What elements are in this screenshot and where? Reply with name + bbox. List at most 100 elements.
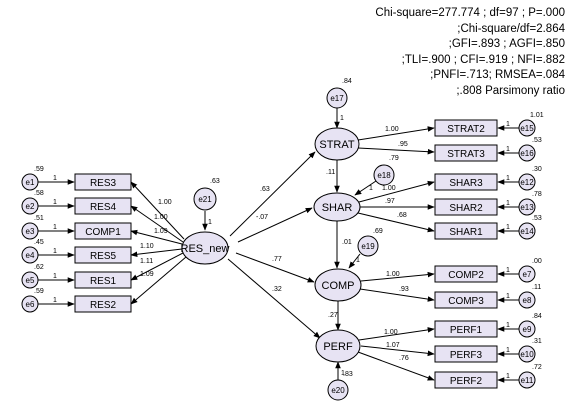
error-e4: e4 xyxy=(21,246,39,264)
variance-e4: .45 xyxy=(34,239,44,246)
latent-shar: SHAR xyxy=(313,192,361,222)
error-e6: e6 xyxy=(21,295,39,313)
coef-res-comp: .77 xyxy=(272,256,282,263)
variance-e1: .59 xyxy=(34,166,44,173)
fixed-one-e9: 1 xyxy=(506,322,510,329)
fit-stat-line: ;PNFI=.713; RMSEA=.084 xyxy=(430,69,565,81)
error-label: e20 xyxy=(331,386,345,395)
coef-perf3: 1.07 xyxy=(386,342,400,349)
error-e9: e9 xyxy=(518,320,536,338)
error-e1: e1 xyxy=(21,173,39,191)
coef-comp-perf: .27 xyxy=(328,312,338,319)
variance-e9: .84 xyxy=(532,313,542,320)
structural-coefficients: .63 -.07 .77 .32 .11 .01 .27 xyxy=(256,169,352,319)
variance-e7: .00 xyxy=(532,258,542,265)
error-label: e7 xyxy=(523,270,532,279)
loading-res2 xyxy=(130,256,187,305)
loading-strat2 xyxy=(357,126,435,141)
path-res-strat xyxy=(229,151,316,237)
fixed-one-e8: 1 xyxy=(506,293,510,300)
fixed-one-e19: 1 xyxy=(356,257,360,264)
latent-label: RES_new xyxy=(181,243,230,255)
fixed-one-labels: 1 1 1 1 1 1 1 1 1 1 1 1 1 1 1 1 1 1 1 1 … xyxy=(53,115,510,380)
indicator-res2: RES2 xyxy=(74,295,132,313)
variance-e5: .62 xyxy=(34,264,44,271)
error-e16: e16 xyxy=(518,144,536,162)
loading-perf3 xyxy=(360,345,435,357)
loading-comp2 xyxy=(360,271,435,282)
error-label: e9 xyxy=(523,325,532,334)
coef-res1: 1.11 xyxy=(140,258,153,265)
variance-e11: .72 xyxy=(532,364,542,371)
indicator-strat3: STRAT3 xyxy=(434,144,498,162)
variance-e18: .79 xyxy=(389,155,399,162)
loading-shar3 xyxy=(358,180,435,203)
loading-res1 xyxy=(130,252,184,281)
loading-strat3 xyxy=(357,147,435,155)
fit-statistics: Chi-square=277.774 ; df=97 ; P=.000 ;Chi… xyxy=(265,6,565,99)
error-label: e4 xyxy=(26,251,35,260)
indicator-label: RES4 xyxy=(90,202,117,213)
fixed-one-e1: 1 xyxy=(53,175,57,182)
indicator-label: SHAR1 xyxy=(449,227,483,238)
error-label: e18 xyxy=(377,171,391,180)
indicator-shar1: SHAR1 xyxy=(434,222,498,240)
indicator-perf2: PERF2 xyxy=(434,371,498,389)
error-label: e1 xyxy=(26,178,35,187)
indicator-label: RES3 xyxy=(90,178,117,189)
error-e13: e13 xyxy=(518,198,536,216)
variance-e21: .63 xyxy=(210,178,220,185)
error-label: e14 xyxy=(520,227,534,236)
indicator-label: PERF3 xyxy=(450,350,483,361)
indicators-left: RES3 RES4 COMP1 RES5 RES1 RES2 xyxy=(74,173,132,313)
coef-shar1: .68 xyxy=(397,212,407,219)
error-e14: e14 xyxy=(518,222,536,240)
indicator-label: STRAT2 xyxy=(447,124,485,135)
error-e19: e19 xyxy=(357,235,379,257)
indicator-res1: RES1 xyxy=(74,271,132,289)
fixed-one-e16: 1 xyxy=(506,146,510,153)
indicator-label: RES2 xyxy=(90,300,117,311)
indicator-label: PERF2 xyxy=(450,376,483,387)
error-label: e16 xyxy=(520,149,534,158)
variance-e12: .30 xyxy=(532,166,542,173)
indicator-label: COMP1 xyxy=(85,227,121,238)
latent-label: PERF xyxy=(323,341,353,353)
fixed-one-e20: 1 xyxy=(341,370,345,377)
coef-shar-comp: .01 xyxy=(342,239,352,246)
error-e15: e15 xyxy=(518,119,536,137)
error-label: e10 xyxy=(520,350,534,359)
fixed-one-e7: 1 xyxy=(506,267,510,274)
latent-res-new: RES_new xyxy=(181,231,230,265)
error-e8: e8 xyxy=(518,291,536,309)
indicator-label: COMP3 xyxy=(448,296,484,307)
coef-comp3: .93 xyxy=(399,286,409,293)
indicator-strat2: STRAT2 xyxy=(434,119,498,137)
coef-shar2: .97 xyxy=(385,198,395,205)
fixed-one-e5: 1 xyxy=(53,273,57,280)
fit-stat-line: ;TLI=.900 ; CFI=.919 ; NFI=.882 xyxy=(401,53,565,66)
error-label: e17 xyxy=(330,94,344,103)
coef-shar3: 1.00 xyxy=(382,185,396,192)
variance-e20: .83 xyxy=(343,371,353,378)
indicator-perf3: PERF3 xyxy=(434,345,498,363)
coef-perf2: .76 xyxy=(399,355,409,362)
indicator-label: RES5 xyxy=(90,251,117,262)
error-paths xyxy=(38,108,519,383)
loading-comp1 xyxy=(130,229,183,245)
indicator-shar3: SHAR3 xyxy=(434,173,498,191)
loading-perf1 xyxy=(358,327,435,341)
variance-e13: .78 xyxy=(532,191,542,198)
variance-e6: .59 xyxy=(34,288,44,295)
indicator-label: SHAR3 xyxy=(449,178,483,189)
fixed-one-e13: 1 xyxy=(506,200,510,207)
fixed-one-e15: 1 xyxy=(506,121,510,128)
error-label: e5 xyxy=(26,276,35,285)
measurement-paths-res xyxy=(130,181,187,305)
coef-res3: 1.00 xyxy=(158,199,172,206)
fixed-one-e6: 1 xyxy=(53,297,57,304)
error-e18: e18 xyxy=(373,164,395,186)
fixed-one-e10: 1 xyxy=(506,347,510,354)
coef-res-perf: .32 xyxy=(272,286,282,293)
indicator-comp3: COMP3 xyxy=(434,291,498,309)
